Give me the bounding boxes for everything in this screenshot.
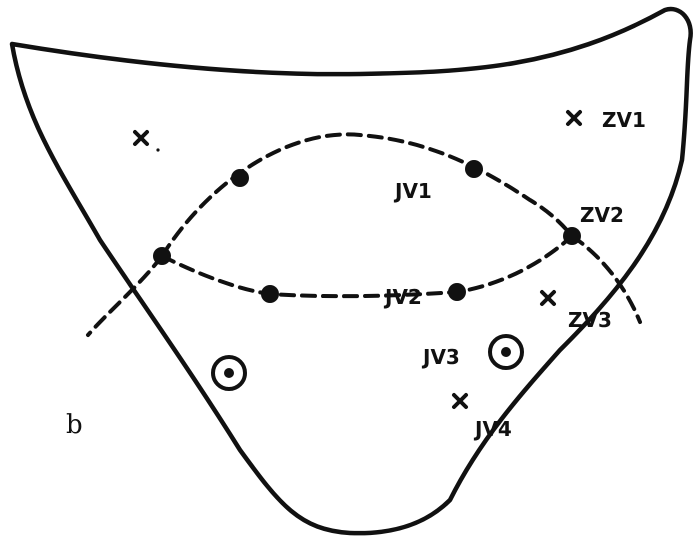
label-zv1: ZV1 bbox=[602, 108, 646, 132]
label-zv2: ZV2 bbox=[580, 203, 624, 227]
upper-dashed-curve bbox=[160, 132, 574, 258]
dot-jv2 bbox=[448, 283, 466, 301]
cross-zv3 bbox=[540, 290, 556, 306]
dot-upper-left bbox=[231, 169, 249, 187]
dot-left bbox=[153, 247, 171, 265]
dot-lower-left bbox=[261, 285, 279, 303]
cross-zv1 bbox=[566, 110, 582, 126]
cross-jv4 bbox=[452, 393, 468, 409]
left-dashed-extension bbox=[86, 254, 164, 337]
label-jv4: JV4 bbox=[473, 417, 512, 441]
label-jv1: JV1 bbox=[393, 179, 432, 203]
ring-marker-jv3 bbox=[488, 334, 524, 370]
panel-label: b bbox=[66, 410, 83, 440]
right-dashed-extension bbox=[570, 234, 642, 324]
lower-dashed-curve bbox=[160, 234, 574, 299]
label-jv2: JV2 bbox=[383, 285, 422, 309]
dot-jv1 bbox=[465, 160, 483, 178]
cross-upper-left bbox=[133, 130, 149, 146]
speck-near-cross bbox=[156, 148, 160, 152]
label-zv3: ZV3 bbox=[568, 308, 612, 332]
ring-marker-left bbox=[211, 355, 247, 391]
label-jv3: JV3 bbox=[421, 345, 460, 369]
region-outline bbox=[9, 6, 693, 536]
dot-zv2 bbox=[563, 227, 581, 245]
